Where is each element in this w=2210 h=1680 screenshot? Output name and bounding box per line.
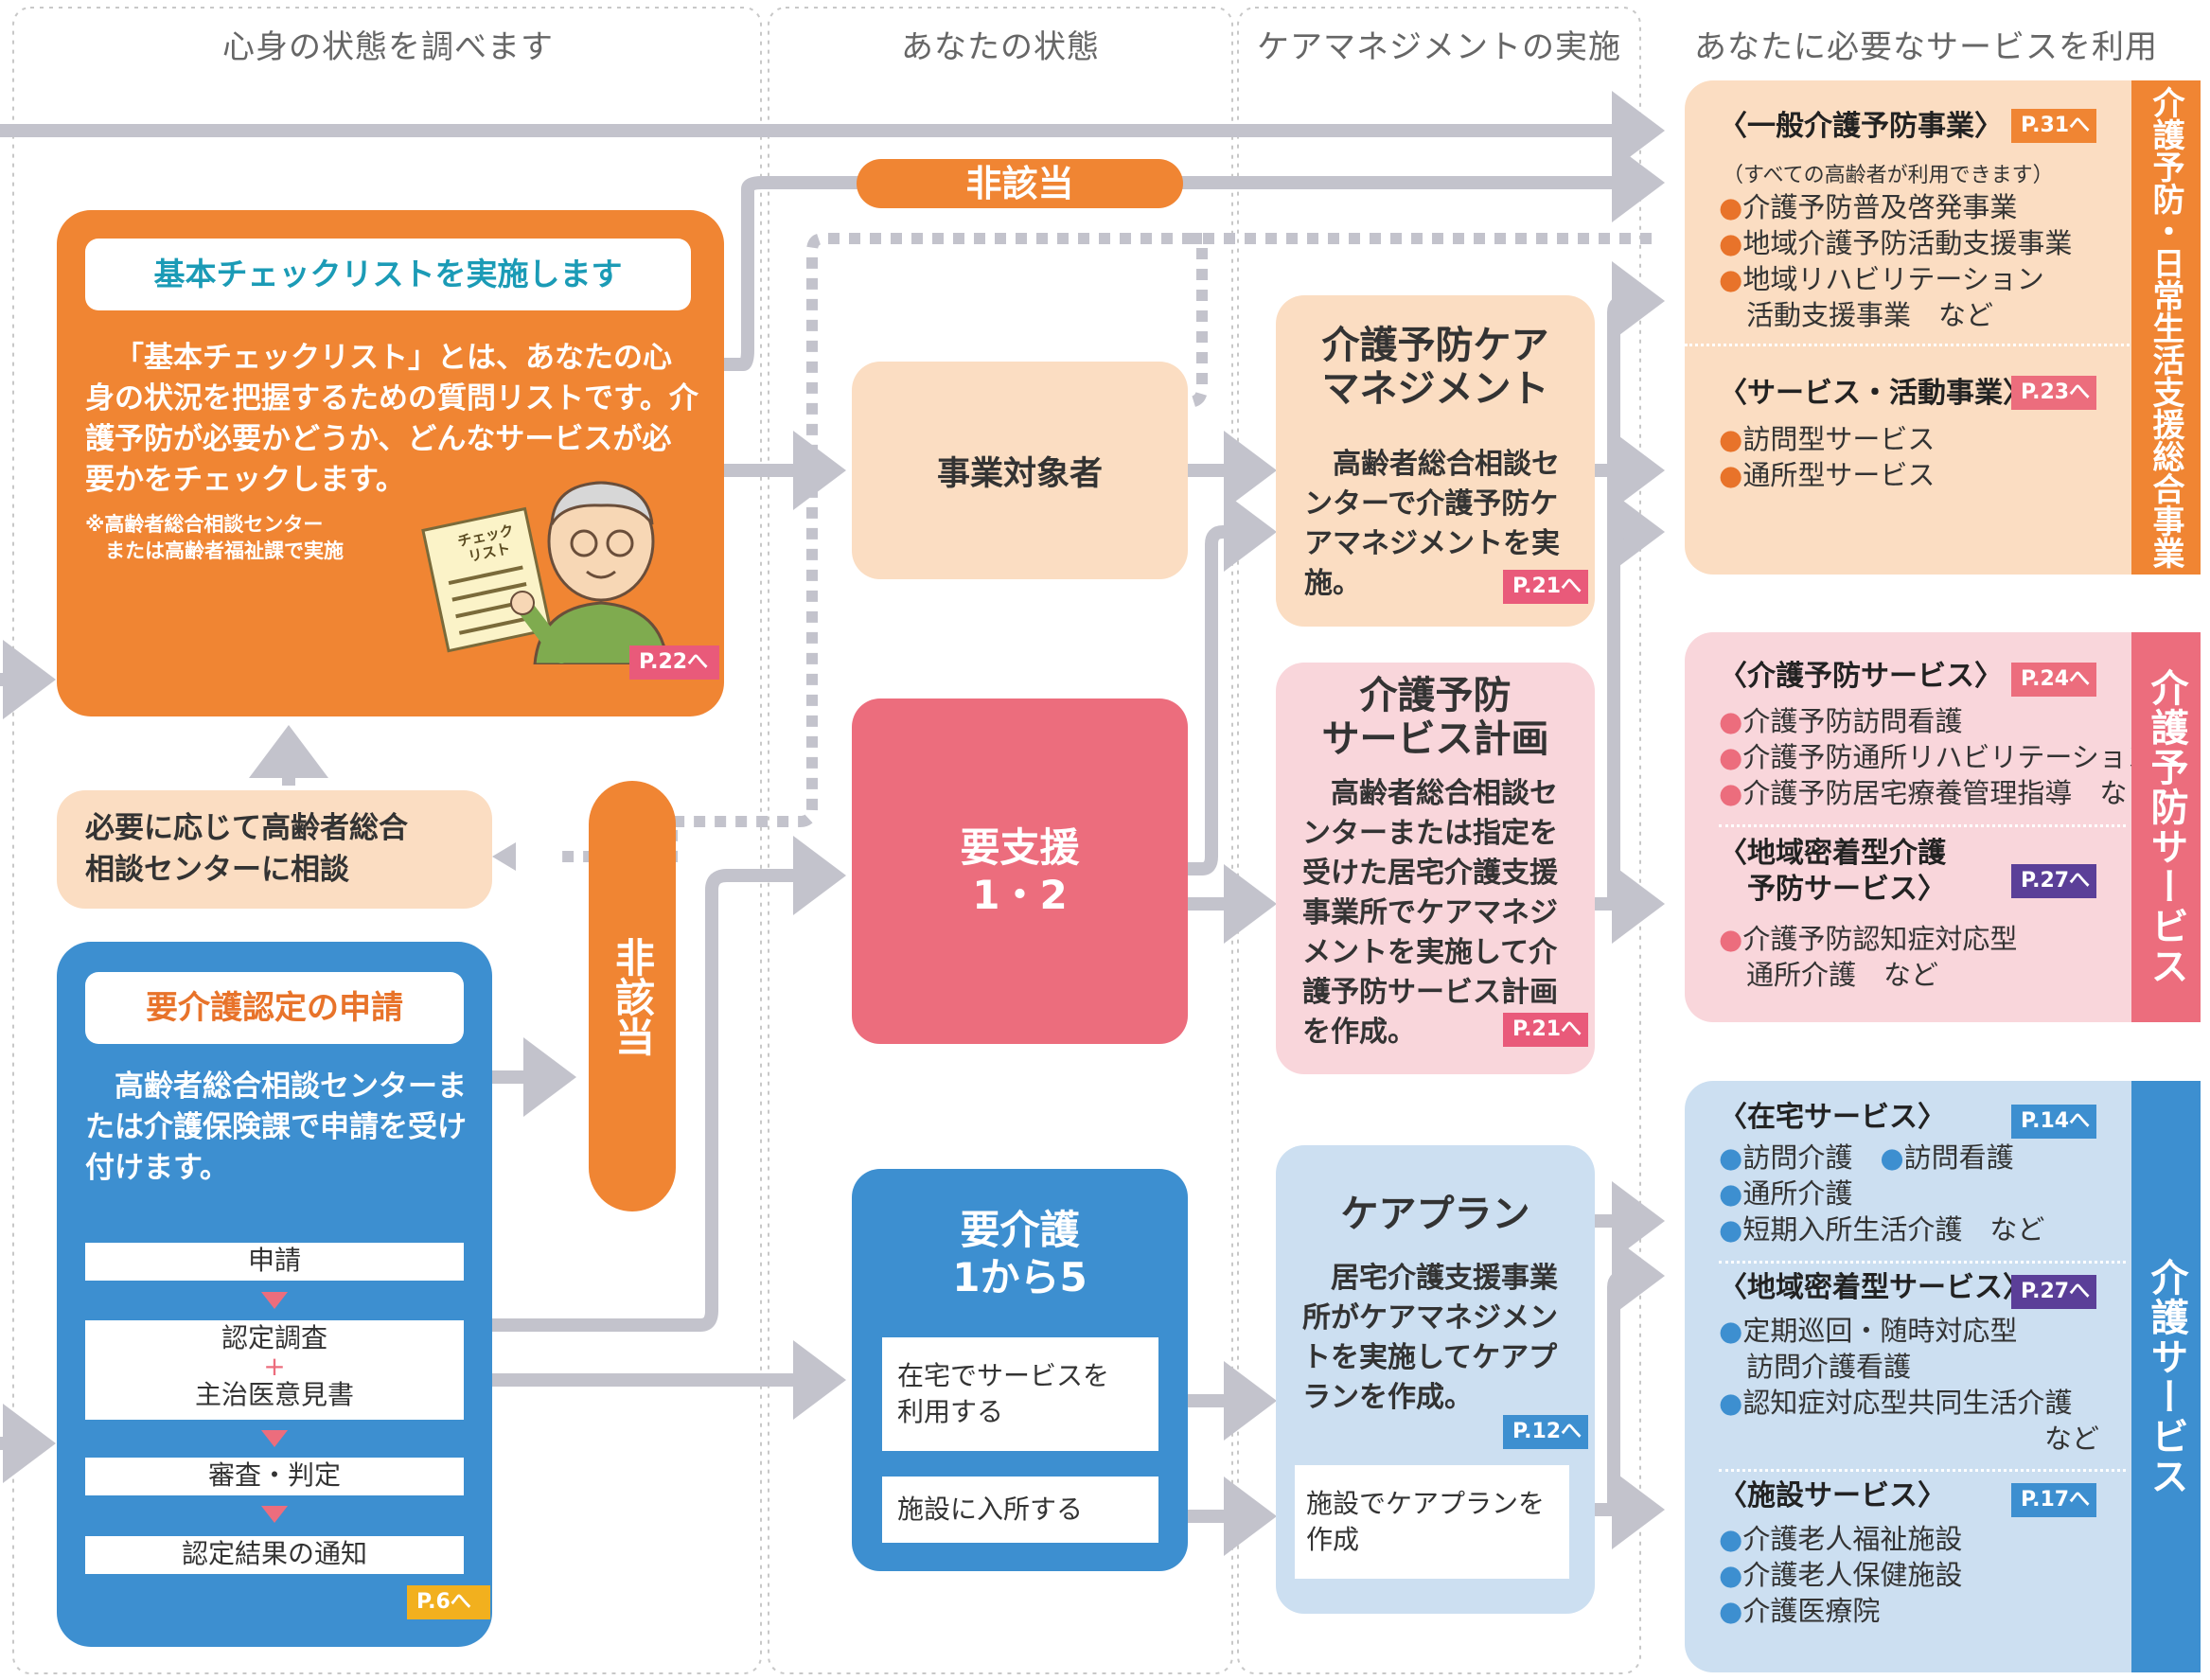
checklist-note: ※高齢者総合相談センター または高齢者福祉課で実施 [85, 513, 344, 562]
step-plus: + [263, 1351, 286, 1382]
column-head-1: 心身の状態を調べます [222, 28, 554, 66]
zaitaku-item-1: ●訪問介護 ●訪問看護 [1719, 1141, 2014, 1174]
yobo-plan-box: 介護予防 サービス計画 高齢者総合相談センターまたは指定を受けた居宅介護支援事業… [1276, 663, 1595, 1074]
yobo-plan-title: 介護予防 サービス計画 [1321, 674, 1549, 761]
chiiki-yobo-head: 〈地域密着型介護 予防サービス〉 [1719, 837, 1946, 906]
zaitaku-head: 〈在宅サービス〉 [1719, 1101, 1946, 1134]
column-frames [12, 7, 1641, 1674]
higaito-vertical-pill: 非該当 [589, 781, 676, 1211]
higaito-top-pill: 非該当 [857, 159, 1183, 208]
step-chosa-ikensho: 認定調査 + 主治医意見書 [85, 1320, 464, 1420]
arrow-lines [0, 91, 1665, 1556]
step-chosa: 認定調査 [221, 1322, 327, 1353]
separator [1719, 1261, 2126, 1264]
yoshien-box: 要支援 1・2 [852, 699, 1188, 1044]
shisetsu-option: 施設に入所する [882, 1477, 1158, 1543]
yobo-service-item-3: ●介護予防居宅療養管理指導 など [1719, 777, 2155, 809]
ippan-page-link[interactable]: P.31へ [2011, 109, 2096, 143]
yobo-service-tab: 介護予防サービス [2131, 632, 2201, 1022]
chiiki-item-2: ●認知症対応型共同生活介護 [1719, 1387, 2073, 1419]
shisetsu-careplan: 施設でケアプランを 作成 [1295, 1465, 1569, 1579]
zaitaku-item-3: ●短期入所生活介護 など [1719, 1213, 2045, 1246]
shisetsu-page-link[interactable]: P.17へ [2011, 1483, 2096, 1517]
ippan-sub: （すべての高齢者が利用できます） [1723, 164, 2054, 187]
service-katsudo-item-2: ●通所型サービス [1719, 459, 1936, 491]
column-head-2: あなたの状態 [901, 28, 1100, 66]
application-box: 要介護認定の申請 高齢者総合相談センターまたは介護保険課で申請を受け付けます。 … [57, 942, 492, 1647]
chiiki-yobo-item-1: ●介護予防認知症対応型 通所介護 など [1719, 923, 2018, 991]
careplan-body: 居宅介護支援事業所がケアマネジメントを実施してケアプランを作成。 [1302, 1262, 1558, 1414]
yobo-cm-title: 介護予防ケア マネジメント [1321, 324, 1549, 411]
step-shinsa: 審査・判定 [85, 1458, 464, 1495]
careplan-title: ケアプラン [1340, 1193, 1530, 1236]
ippan-item-2: ●地域介護予防活動支援事業 [1719, 227, 2073, 259]
dotted-loop [554, 233, 1652, 862]
consult-text: 必要に応じて高齢者総合 相談センターに相談 [85, 811, 408, 887]
step-arrow-1 [261, 1292, 288, 1309]
yobo-service-item-2: ●介護予防通所リハビリテーション [1719, 741, 2154, 773]
ippan-head: 〈一般介護予防事業〉 [1719, 110, 2003, 143]
checklist-body: 「基本チェックリスト」とは、あなたの心身の状況を把握するための質問リストです。介… [85, 341, 698, 497]
zaitaku-option: 在宅でサービスを 利用する [882, 1337, 1158, 1451]
sogo-jigyo-tab: 介護予防・日常生活支援総合事業 [2131, 80, 2201, 575]
service-katsudo-page-link[interactable]: P.23へ [2011, 376, 2096, 410]
shisetsu-head: 〈施設サービス〉 [1719, 1479, 1946, 1512]
zaitaku-item-2: ●通所介護 [1719, 1177, 1853, 1210]
yobo-cm-body: 高齢者総合相談センターで介護予防ケアマネジメントを実施。 [1304, 448, 1560, 600]
yokaigo-box: 要介護 1から5 在宅でサービスを 利用する 施設に入所する [852, 1169, 1188, 1571]
shisetsu-item-2: ●介護老人保健施設 [1719, 1559, 1963, 1591]
jigyo-taishosha-box: 事業対象者 [852, 362, 1188, 579]
separator [1685, 344, 2130, 346]
application-page-link[interactable]: P.6へ [407, 1585, 490, 1619]
checklist-box: 基本チェックリストを実施します 「基本チェックリスト」とは、あなたの心身の状況を… [57, 210, 724, 716]
careplan-box: ケアプラン 居宅介護支援事業所がケアマネジメントを実施してケアプランを作成。 P… [1276, 1145, 1595, 1614]
column-head-4: あなたに必要なサービスを利用 [1694, 28, 2158, 66]
yobo-service-page-link[interactable]: P.24へ [2011, 663, 2096, 697]
chiiki-head: 〈地域密着型サービス〉 [1719, 1271, 2031, 1304]
chiiki-item-1: ●定期巡回・随時対応型 訪問介護看護 [1719, 1315, 2018, 1383]
yobo-plan-page-link[interactable]: P.21へ [1503, 1013, 1588, 1047]
application-body: 高齢者総合相談センターまたは介護保険課で申請を受け付けます。 [85, 1070, 467, 1185]
elderly-man-illustration [421, 481, 669, 664]
zaitaku-page-link[interactable]: P.14へ [2011, 1105, 2096, 1139]
yobo-service-group: 〈介護予防サービス〉 P.24へ ●介護予防訪問看護 ●介護予防通所リハビリテー… [1685, 632, 2201, 1022]
step-shinsei: 申請 [85, 1243, 464, 1281]
ippan-item-1: ●介護予防普及啓発事業 [1719, 191, 2018, 223]
chiiki-page-link[interactable]: P.27へ [2011, 1275, 2096, 1309]
service-katsudo-item-1: ●訪問型サービス [1719, 423, 1936, 455]
chiiki-yobo-page-link[interactable]: P.27へ [2011, 864, 2096, 898]
kaigo-service-group: 〈在宅サービス〉 P.14へ ●訪問介護 ●訪問看護 ●通所介護 ●短期入所生活… [1685, 1081, 2201, 1672]
column-head-3: ケアマネジメントの実施 [1257, 28, 1621, 66]
ippan-item-3: ●地域リハビリテーション 活動支援事業 など [1719, 263, 2044, 331]
step-ikensho: 主治医意見書 [194, 1379, 354, 1410]
step-arrow-2 [261, 1430, 288, 1447]
kaigo-service-tab: 介護サービス [2131, 1081, 2201, 1672]
step-arrow-3 [261, 1506, 288, 1523]
sogo-jigyo-group: 〈一般介護予防事業〉 P.31へ （すべての高齢者が利用できます） ●介護予防普… [1685, 80, 2201, 575]
careplan-page-link[interactable]: P.12へ [1503, 1415, 1588, 1449]
shisetsu-item-1: ●介護老人福祉施設 [1719, 1523, 1963, 1555]
separator [1719, 1469, 2126, 1472]
yobo-cm-page-link[interactable]: P.21へ [1503, 570, 1588, 604]
application-title: 要介護認定の申請 [85, 972, 464, 1044]
dotted-arrowhead [492, 842, 516, 871]
yokaigo-label: 要介護 1から5 [952, 1207, 1087, 1300]
chiiki-item-3: など [2044, 1423, 2100, 1455]
checklist-title: 基本チェックリストを実施します [85, 239, 691, 310]
yobo-plan-body: 高齢者総合相談センターまたは指定を受けた居宅介護支援事業所でケアマネジメントを実… [1302, 777, 1558, 1049]
yobo-service-item-1: ●介護予防訪問看護 [1719, 705, 1963, 737]
step-tsuchi: 認定結果の通知 [85, 1536, 464, 1574]
consult-box: 必要に応じて高齢者総合 相談センターに相談 [57, 790, 492, 909]
service-katsudo-head: 〈サービス・活動事業〉 [1719, 377, 2031, 410]
yobo-service-head: 〈介護予防サービス〉 [1719, 660, 2003, 693]
separator [1719, 824, 2126, 827]
yobo-cm-box: 介護予防ケア マネジメント 高齢者総合相談センターで介護予防ケアマネジメントを実… [1276, 295, 1595, 627]
shisetsu-item-3: ●介護医療院 [1719, 1595, 1881, 1627]
checklist-page-link[interactable]: P.22へ [629, 645, 719, 680]
